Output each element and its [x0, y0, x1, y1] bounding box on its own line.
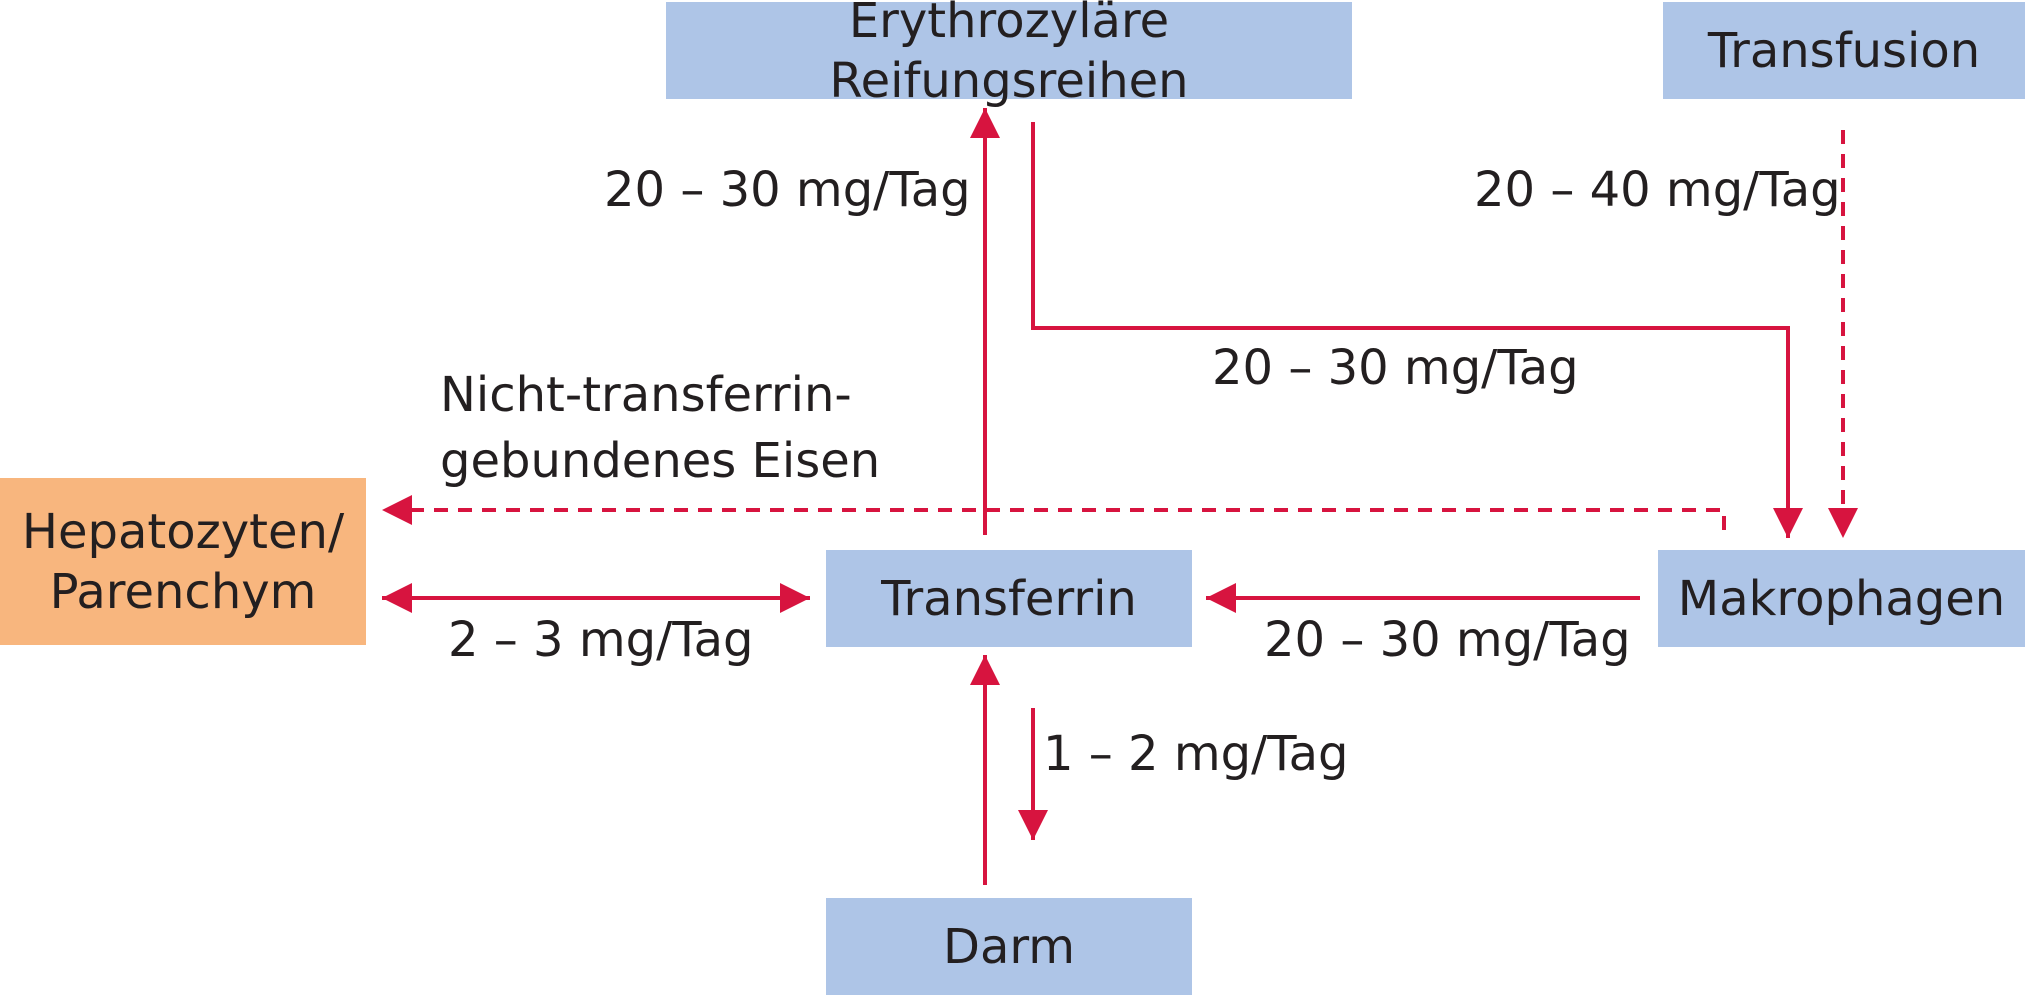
node-darm: Darm	[826, 898, 1192, 995]
node-transfusion-label: Transfusion	[1707, 22, 1981, 79]
node-transferrin-label: Transferrin	[881, 570, 1137, 627]
label-ntbi: Nicht-transferrin- gebundenes Eisen	[440, 362, 880, 494]
label-darm-transferrin: 1 – 2 mg/Tag	[1043, 726, 1349, 782]
node-makrophagen: Makrophagen	[1658, 550, 2025, 647]
label-ntbi-line2: gebundenes Eisen	[440, 433, 881, 489]
label-transfusion-to-makrophagen: 20 – 40 mg/Tag	[1474, 162, 1841, 218]
node-erythro-label: Erythrozyläre Reifungsreihen	[829, 0, 1189, 109]
arrow-erythro-to-makrophagen	[1031, 122, 1803, 538]
node-transfusion: Transfusion	[1663, 2, 2025, 99]
label-ntbi-line1: Nicht-transferrin-	[440, 367, 852, 423]
node-erythro: Erythrozyläre Reifungsreihen	[666, 0, 1352, 109]
node-transferrin: Transferrin	[826, 550, 1192, 647]
node-hepatozyten: Hepatozyten/ Parenchym	[0, 478, 366, 645]
label-hepatozyten-transferrin: 2 – 3 mg/Tag	[448, 612, 754, 668]
node-hepatozyten-line1: Hepatozyten/	[21, 503, 345, 560]
node-makrophagen-label: Makrophagen	[1677, 570, 2006, 627]
node-hepatozyten-line2: Parenchym	[49, 563, 317, 620]
label-erythro-to-makrophagen: 20 – 30 mg/Tag	[1212, 340, 1579, 396]
label-transferrin-to-erythro: 20 – 30 mg/Tag	[604, 162, 971, 218]
label-makrophagen-to-transferrin: 20 – 30 mg/Tag	[1264, 612, 1631, 668]
node-darm-label: Darm	[942, 918, 1076, 975]
arrow-ntbi-to-hepatozyten	[382, 495, 1726, 530]
